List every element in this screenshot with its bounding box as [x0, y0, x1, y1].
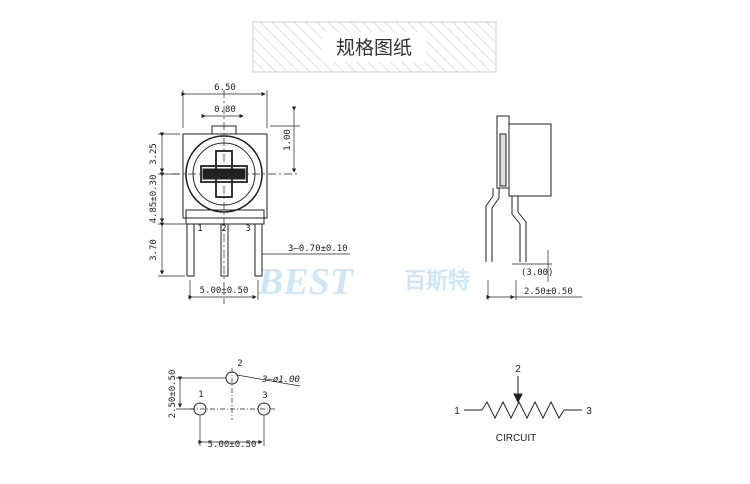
pin-label-2: 2 [221, 224, 226, 234]
watermark: BEST 百斯特 [257, 261, 470, 303]
side-view-shaft [499, 133, 507, 187]
side-view-lead-a-inner [491, 188, 500, 262]
circuit-label: CIRCUIT [496, 433, 537, 444]
circuit-symbol [464, 376, 582, 420]
label-pin-width: 3—0.70±0.10 [288, 244, 348, 254]
footprint-labels: 2.50±0.50 5.00±0.50 3—ø1.00 1 2 3 [168, 359, 300, 450]
label-height-upper: 3.25 [149, 143, 159, 165]
side-view-lead-b-inner [517, 196, 527, 262]
title-banner-label-bg [322, 32, 426, 62]
front-view-labels: 6.50 0.80 1.00 3.25 4.85±0.30 3.70 1 2 3… [149, 83, 348, 296]
footprint-pin-label-3: 3 [262, 391, 267, 401]
label-row-spacing: 2.50±0.50 [168, 370, 178, 419]
circuit-wiper-arrow [513, 393, 523, 404]
circuit-labels: 1 2 3 CIRCUIT [454, 364, 592, 444]
side-view-labels: (3.00) 2.50±0.50 [521, 268, 573, 297]
label-lead-pitch: 2.50±0.50 [524, 287, 573, 297]
side-view [485, 115, 582, 300]
label-hole-dia: 3—ø1.00 [261, 375, 300, 385]
label-slot: 0.80 [214, 105, 236, 115]
circuit-resistor [481, 400, 565, 420]
label-top-offset: 1.00 [283, 129, 293, 151]
pin-label-3: 3 [245, 224, 250, 234]
footprint-view [176, 368, 301, 446]
circuit-terminal-1: 1 [454, 406, 460, 417]
pin-label-1: 1 [197, 224, 202, 234]
side-view-body [508, 123, 552, 197]
front-view-pin-1 [186, 223, 195, 277]
page-title: 规格图纸 [336, 37, 412, 59]
footprint-pin-label-1: 1 [198, 390, 203, 400]
circuit-terminal-3: 3 [586, 406, 592, 417]
front-view-body [182, 133, 268, 219]
side-view-lead-b [511, 196, 521, 262]
footprint-hole-leader [236, 374, 301, 387]
label-height-lower: 4.85±0.30 [149, 175, 159, 224]
title-banner: 规格图纸 [252, 21, 497, 73]
side-view-lead-a [485, 188, 494, 262]
circuit-terminal-2: 2 [515, 364, 521, 375]
label-lead-offset: (3.00) [521, 268, 554, 278]
label-col-spacing: 5.00±0.50 [208, 440, 257, 450]
front-view-pin-2 [220, 223, 229, 277]
label-pin-pitch: 5.00±0.50 [200, 286, 249, 296]
watermark-latin: BEST [257, 261, 355, 303]
footprint-pin-label-2: 2 [237, 359, 242, 369]
front-view-pin-3 [254, 223, 263, 277]
label-pin-length: 3.70 [149, 239, 159, 261]
watermark-chinese: 百斯特 [404, 268, 470, 294]
label-width: 6.50 [214, 83, 236, 93]
front-view-dial-outer [185, 135, 263, 213]
front-view [158, 90, 350, 304]
